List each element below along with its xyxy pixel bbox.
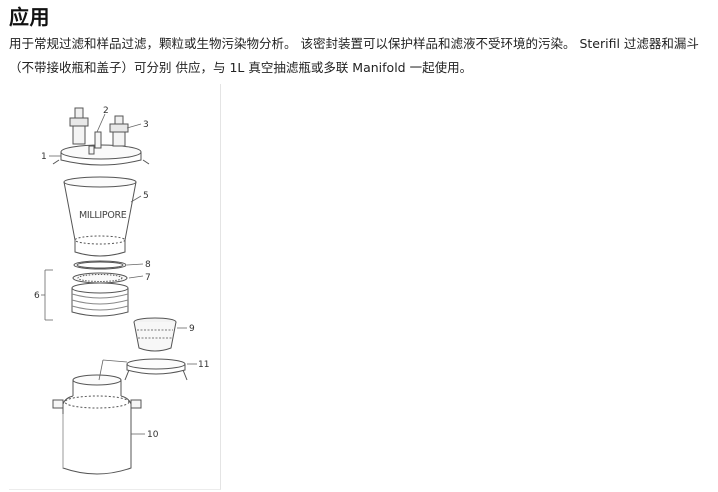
application-paragraph: 用于常规过滤和样品过滤，颗粒或生物污染物分析。 该密封装置可以保护样品和滤液不受… (9, 36, 699, 75)
filter-assembly-figure: MILLIPORE 1 2 3 5 8 7 6 9 11 10 (9, 84, 221, 490)
callout-8: 8 (145, 260, 151, 270)
callout-leaders (41, 113, 197, 435)
callout-6: 6 (34, 291, 40, 301)
lid-cover (52, 107, 150, 166)
callout-2: 2 (103, 106, 109, 116)
callout-10: 10 (147, 430, 159, 440)
receiver-bottle (52, 374, 142, 475)
section-heading: 应用 (9, 5, 50, 29)
o-ring-and-support (72, 260, 128, 284)
callout-1: 1 (41, 152, 47, 162)
filter-cup (133, 317, 177, 352)
threaded-base (71, 282, 129, 317)
callout-5: 5 (143, 191, 149, 201)
cap-ring (124, 358, 188, 381)
callout-11: 11 (198, 360, 209, 370)
callout-9: 9 (189, 324, 195, 334)
callout-3: 3 (143, 120, 149, 130)
exploded-view-drawing: MILLIPORE 1 2 3 5 8 7 6 9 11 10 (34, 106, 209, 475)
funnel (63, 176, 137, 257)
funnel-brand-label: MILLIPORE (79, 210, 127, 221)
callout-7: 7 (145, 273, 151, 283)
